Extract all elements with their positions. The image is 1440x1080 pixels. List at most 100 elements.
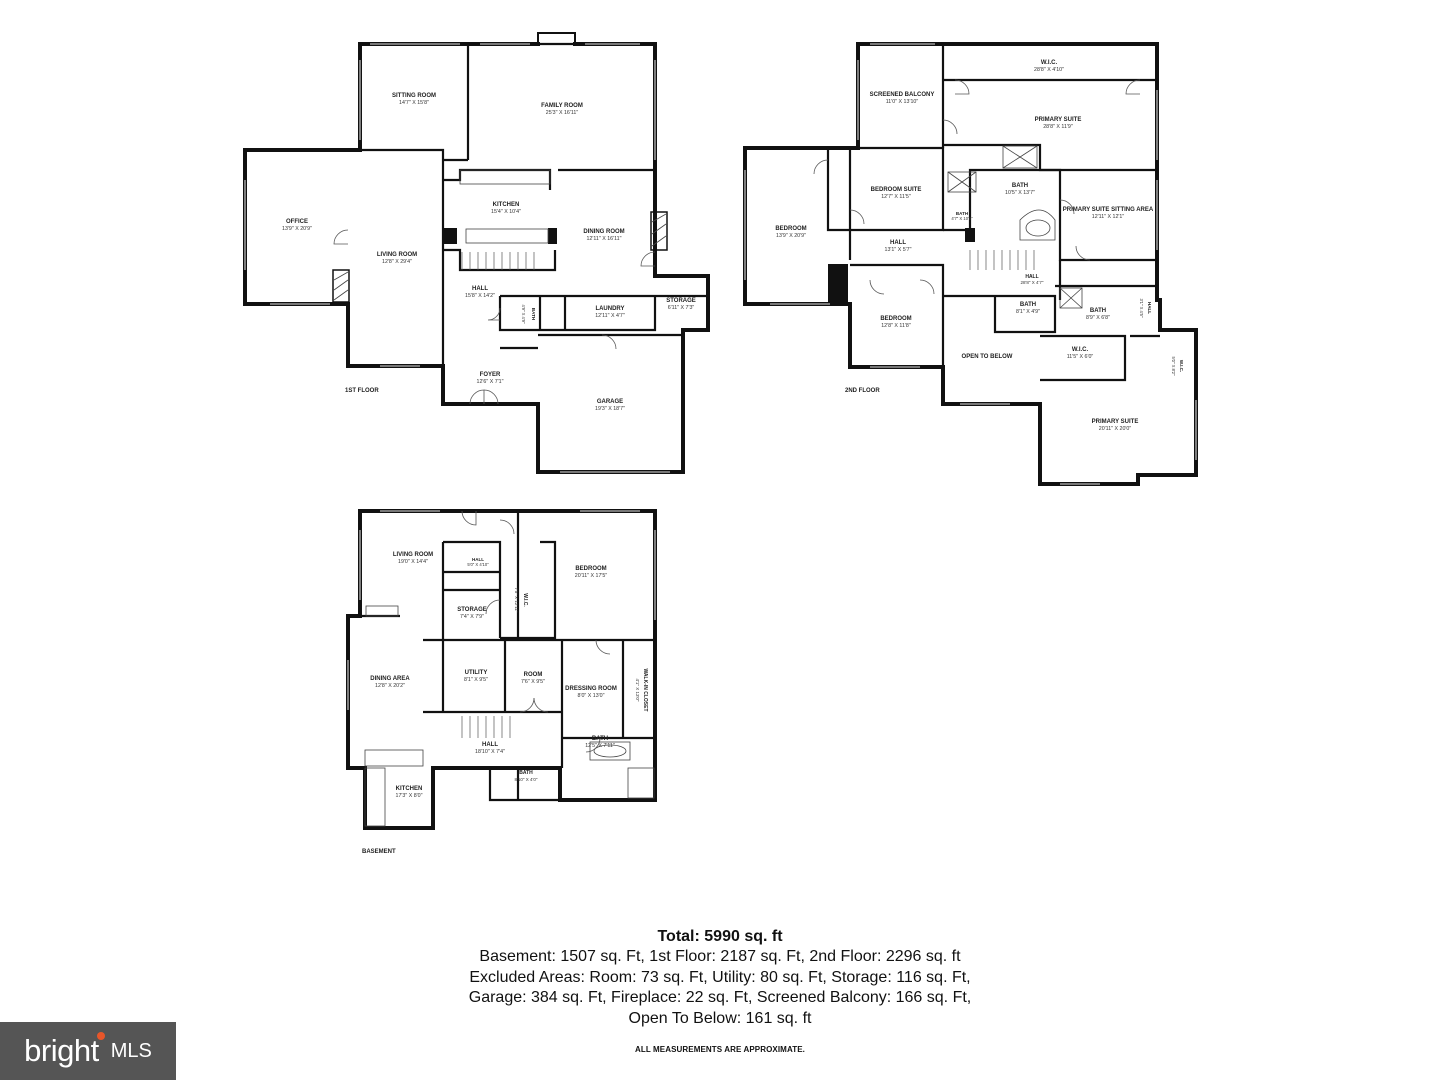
room-dim: 13'9" X 20'9" xyxy=(282,226,312,232)
room-label: W.I.C. xyxy=(1041,60,1058,66)
room-label: HALL xyxy=(1147,302,1152,314)
room-dim: 7'4" X 7'9" xyxy=(460,614,484,620)
area-breakdown-line: Excluded Areas: Room: 73 sq. Ft, Utility… xyxy=(469,968,971,986)
room-dim: 8'1" X 4'9" xyxy=(1016,309,1040,315)
area-breakdown-line: Basement: 1507 sq. Ft, 1st Floor: 2187 s… xyxy=(479,948,961,965)
room-dim: 19'3" X 18'7" xyxy=(595,406,625,412)
room-dim: 17'3" X 8'0" xyxy=(396,793,423,799)
room-label: DRESSING ROOM xyxy=(565,686,617,692)
room-dim: 15'4" X 10'4" xyxy=(491,209,521,215)
room-dim: 4'1" X 13'0" xyxy=(635,679,640,702)
room-dim: 28'8" X 4'10" xyxy=(1034,67,1064,73)
room-label: BEDROOM xyxy=(880,316,911,322)
room-label: STORAGE xyxy=(666,298,696,304)
room-dim: 12'5" X 7'11" xyxy=(585,743,615,749)
floor-plan-drawing: SITTING ROOM 14'7" X 15'8" FAMILY ROOM 2… xyxy=(243,32,1198,855)
room-label: W.I.C. xyxy=(1072,347,1089,353)
room-label: BATH xyxy=(956,211,968,216)
room-label: HALL xyxy=(1025,274,1038,280)
room-dim: 19'0" X 14'4" xyxy=(398,559,428,565)
bright-mls-logo: bright MLS xyxy=(0,1022,176,1080)
room-label: BEDROOM xyxy=(775,226,806,232)
room-label: HALL xyxy=(472,557,484,562)
room-label: OFFICE xyxy=(286,219,308,225)
first-floor-plan: SITTING ROOM 14'7" X 15'8" FAMILY ROOM 2… xyxy=(243,32,710,474)
room-label: HALL xyxy=(890,240,906,246)
brand-dot-icon xyxy=(96,1032,105,1040)
room-dim: 12'11" X 12'1" xyxy=(1092,214,1125,220)
floor-label: BASEMENT xyxy=(362,849,396,855)
room-label: HALL xyxy=(482,742,498,748)
room-dim: 28'8" X 4'7" xyxy=(1021,280,1044,285)
room-dim: 8'0" X 13'0" xyxy=(578,693,605,699)
room-label: BATH xyxy=(519,770,533,776)
brand-word: bright xyxy=(24,1033,99,1068)
room-dim: 18'10" X 7'4" xyxy=(475,749,505,755)
room-label: LIVING ROOM xyxy=(377,252,417,258)
second-floor-plan: SCREENED BALCONY 11'0" X 13'10" W.I.C. 2… xyxy=(743,42,1198,486)
room-dim: 13'1" X 5'7" xyxy=(885,247,912,253)
room-dim: 4'7" X 10'0" xyxy=(951,216,973,221)
room-label: WALK-IN CLOSET xyxy=(642,668,648,711)
room-label: SITTING ROOM xyxy=(392,93,436,99)
room-dim: 12'8" X 11'8" xyxy=(881,323,911,329)
room-label: FAMILY ROOM xyxy=(541,103,583,109)
room-label: GARAGE xyxy=(597,399,623,405)
room-dim: 20'11" X 20'0" xyxy=(1099,426,1132,432)
room-label: KITCHEN xyxy=(493,202,520,208)
room-label: KITCHEN xyxy=(396,786,423,792)
room-dim: 4'9" X 4'9" xyxy=(521,304,526,324)
room-dim: 20'11" X 17'5" xyxy=(575,573,608,579)
room-dim: 15'8" X 14'2" xyxy=(465,293,495,299)
room-dim: 12'11" X 4'7" xyxy=(595,313,625,319)
room-dim: 25'3" X 16'11" xyxy=(546,110,579,116)
measurement-disclaimer: ALL MEASUREMENTS ARE APPROXIMATE. xyxy=(635,1045,805,1054)
room-dim: 6'11" X 7'3" xyxy=(668,305,695,311)
room-label: BATH xyxy=(1012,183,1028,189)
room-dim: 11'0" X 13'10" xyxy=(886,99,919,105)
room-label: LAUNDRY xyxy=(595,306,624,312)
room-label: DINING ROOM xyxy=(583,229,624,235)
room-label: W.I.C. xyxy=(522,593,528,607)
room-label: SCREENED BALCONY xyxy=(870,92,935,98)
room-dim: 7'6" X 9'5" xyxy=(521,679,545,685)
room-dim: 8'9" X 6'8" xyxy=(1086,315,1110,321)
brand-suffix: MLS xyxy=(110,1039,152,1062)
room-dim: 3'1" X 4'5" xyxy=(1139,298,1144,318)
room-dim: 12'6" X 7'1" xyxy=(477,379,504,385)
room-dim: 8'10" X 4'0" xyxy=(515,777,538,782)
basement-plan: LIVING ROOM 19'0" X 14'4" HALL 5'0" X 4'… xyxy=(346,509,657,855)
room-dim: 11'5" X 6'0" xyxy=(1067,354,1094,360)
room-label: STORAGE xyxy=(457,607,487,613)
room-label: PRIMARY SUITE xyxy=(1092,419,1139,425)
room-label: UTILITY xyxy=(465,670,488,676)
area-summary: Total: 5990 sq. ft Basement: 1507 sq. Ft… xyxy=(320,926,1120,1029)
room-dim: 12'8" X 29'4" xyxy=(382,259,412,265)
room-label: BATH xyxy=(1020,302,1036,308)
room-dim: 5'0" X 8'2" xyxy=(1171,356,1176,376)
room-dim: 12'8" X 20'2" xyxy=(375,683,405,689)
room-dim: 13'9" X 20'9" xyxy=(776,233,806,239)
room-label: OPEN TO BELOW xyxy=(962,354,1013,360)
room-label: BATH xyxy=(1090,308,1106,314)
room-label: BEDROOM SUITE xyxy=(871,187,922,193)
room-label: BATH xyxy=(592,736,608,742)
room-label: FOYER xyxy=(480,372,501,378)
room-dim: 12'11" X 16'11" xyxy=(586,236,621,242)
room-dim: 8'1" X 9'5" xyxy=(464,677,488,683)
room-label: HALL xyxy=(472,286,488,292)
room-label: ROOM xyxy=(524,672,543,678)
room-label: BATH xyxy=(531,308,536,320)
room-label: PRIMARY SUITE SITTING AREA xyxy=(1063,207,1154,213)
room-dim: 28'8" X 11'9" xyxy=(1043,124,1073,130)
floor-label: 1ST FLOOR xyxy=(345,388,379,394)
room-label: W.I.C. xyxy=(1179,360,1184,372)
room-dim: 14'7" X 15'8" xyxy=(399,100,429,106)
room-dim: 7'5" X 12'11" xyxy=(514,587,519,612)
floor-label: 2ND FLOOR xyxy=(845,388,880,394)
area-breakdown-line: Open To Below: 161 sq. ft xyxy=(628,1009,812,1027)
room-dim: 5'0" X 4'10" xyxy=(467,562,489,567)
area-breakdown-line: Garage: 384 sq. Ft, Fireplace: 22 sq. Ft… xyxy=(468,989,972,1006)
room-dim: 10'5" X 13'7" xyxy=(1005,190,1035,196)
room-label: BEDROOM xyxy=(575,566,606,572)
